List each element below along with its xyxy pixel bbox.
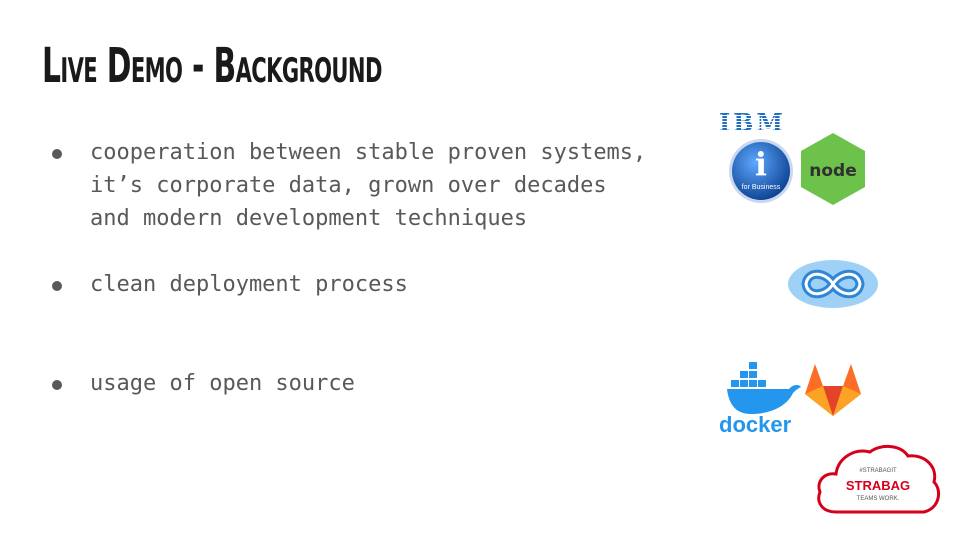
strabag-slogan: TEAMS WORK. xyxy=(857,496,900,502)
bullet-dot xyxy=(52,380,62,390)
ibm-i-logo: i for Business xyxy=(729,139,793,203)
ibm-i-letter: i xyxy=(755,145,767,183)
bullet-line: clean deployment process xyxy=(90,272,408,297)
docker-logo: docker xyxy=(719,362,801,434)
ibm-logo: IBM xyxy=(719,110,783,134)
strabag-tag: #STRABAGIT xyxy=(859,468,897,474)
bullet-line: usage of open source xyxy=(90,371,355,396)
strabag-logo: #STRABAGIT STRABAG TEAMS WORK. xyxy=(817,445,941,514)
infinity-icon xyxy=(788,260,878,308)
ibm-i-subtext: for Business xyxy=(742,184,781,191)
ibm-text: IBM xyxy=(719,110,783,134)
bullet-line: it’s corporate data, grown over decades xyxy=(90,173,607,198)
nodejs-logo: node xyxy=(801,133,865,205)
bullet-item: usage of open source xyxy=(48,367,355,400)
bullet-dot xyxy=(52,149,62,159)
bullet-line: cooperation between stable proven system… xyxy=(90,140,647,165)
bullet-item: clean deployment process xyxy=(48,268,408,301)
bullet-dot xyxy=(52,281,62,291)
bullet-line: and modern development techniques xyxy=(90,206,528,231)
strabag-name: STRABAG xyxy=(846,478,910,493)
gitlab-fox-icon xyxy=(805,364,861,416)
slide-title: Live Demo - Background xyxy=(42,38,382,94)
bullet-item: cooperation between stable proven system… xyxy=(48,136,646,235)
docker-text: docker xyxy=(719,412,792,434)
nodejs-text: node xyxy=(809,161,856,181)
